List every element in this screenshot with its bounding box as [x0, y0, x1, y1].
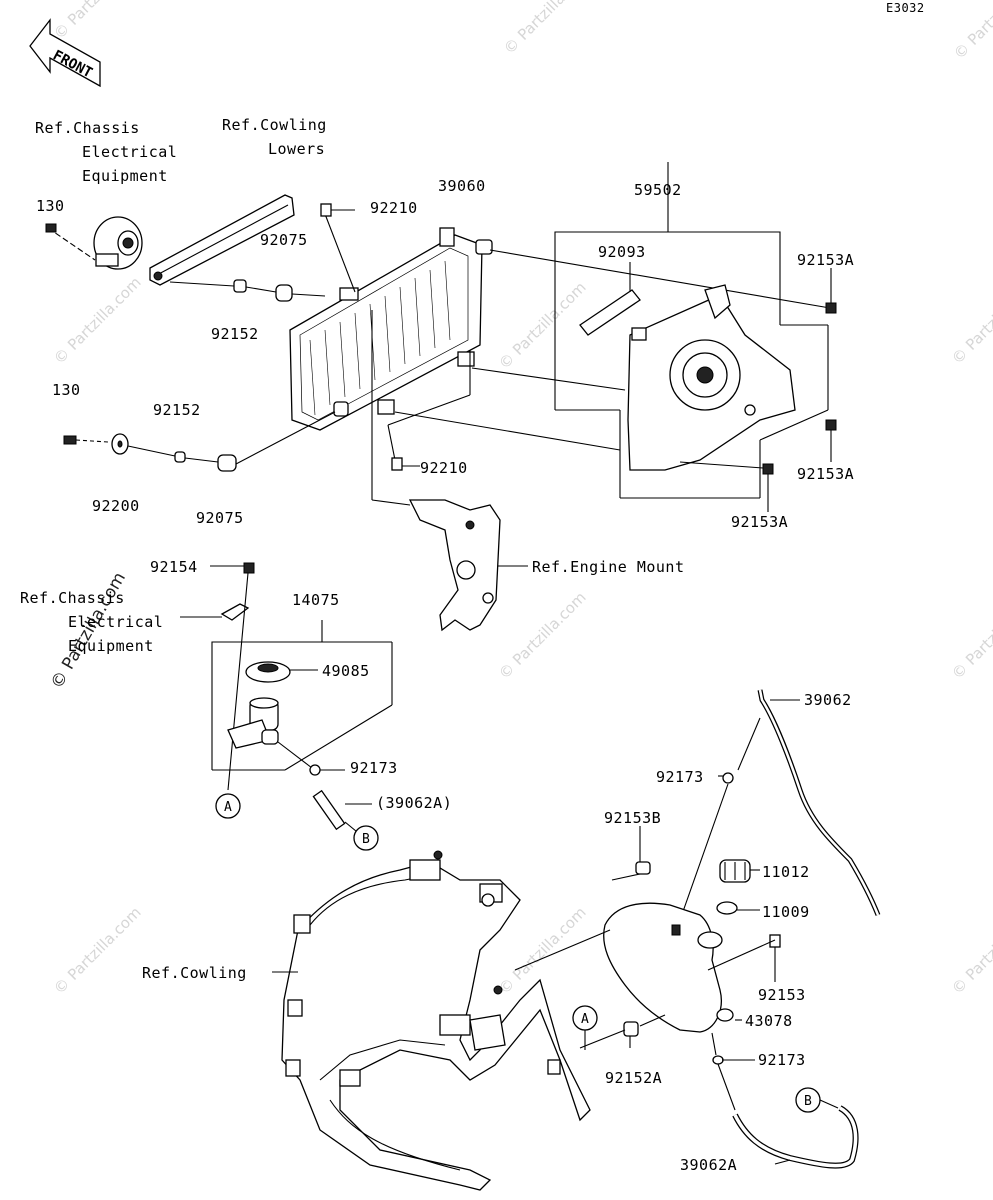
callout-letter: B	[362, 832, 370, 847]
part-label: 39060	[438, 177, 486, 195]
ref-cowling-label: Ref.Cowling	[142, 964, 247, 982]
callout-B-1	[353, 825, 379, 851]
part-label: 92153A	[797, 251, 854, 269]
callout-letter: A	[224, 800, 232, 815]
engine-mount-bracket	[408, 499, 501, 632]
cowling-stay-frame	[281, 850, 591, 1191]
ref-chassis-electrical-label: Equipment	[68, 637, 154, 655]
part-label: 92153A	[731, 513, 788, 531]
callout-letter: A	[581, 1012, 589, 1027]
part-label: 92153	[758, 986, 806, 1004]
filler-neck	[227, 697, 279, 749]
radiator	[289, 227, 493, 431]
lower-mount-hardware	[63, 411, 336, 472]
part-label: 11009	[762, 903, 810, 921]
grommet-92075-top	[275, 284, 293, 302]
cap-49085	[245, 661, 291, 683]
clamp-92173-2	[722, 772, 734, 784]
part-label: 92075	[196, 509, 244, 527]
ref-engine-mount-label: Ref.Engine Mount	[532, 558, 685, 576]
part-label: 92210	[420, 459, 468, 477]
diagram-code: E3032	[886, 1, 925, 15]
part-label: 130	[52, 381, 81, 399]
part-label: (39062A)	[376, 794, 452, 812]
ref-chassis-electrical-label: Ref.Chassis	[35, 119, 140, 137]
callout-letter: B	[804, 1094, 812, 1109]
part-label: 92173	[350, 759, 398, 777]
collar-92152A	[623, 1021, 639, 1037]
bolt-92154	[243, 562, 255, 574]
cap-11012	[719, 859, 751, 883]
ref-cowling-lowers-label: Lowers	[268, 140, 325, 158]
part-label: 92152	[153, 401, 201, 419]
part-label: 92153B	[604, 809, 661, 827]
ref-chassis-electrical-label: Electrical	[68, 613, 163, 631]
ref-chassis-electrical-label: Electrical	[82, 143, 177, 161]
lower-cowling-bracket	[149, 194, 295, 286]
callout-A-1	[215, 793, 241, 819]
ref-cowling-lowers-label: Ref.Cowling	[222, 116, 327, 134]
part-label: 11012	[762, 863, 810, 881]
part-label: 92154	[150, 558, 198, 576]
clamp	[220, 603, 250, 621]
part-label: 92153A	[797, 465, 854, 483]
part-label: 130	[36, 197, 65, 215]
part-label: 49085	[322, 662, 370, 680]
part-label: 92152	[211, 325, 259, 343]
hose-39062A-short	[312, 789, 346, 831]
part-label: 59502	[634, 181, 682, 199]
part-label: 92200	[92, 497, 140, 515]
fan-assembly	[627, 284, 796, 471]
part-label: 39062A	[680, 1156, 737, 1174]
part-label: 92173	[758, 1051, 806, 1069]
reservoir-tank-43078	[603, 902, 734, 1033]
grommet-92153B	[635, 861, 651, 875]
part-label: 92173	[656, 768, 704, 786]
part-label: 92093	[598, 243, 646, 261]
horn-assembly	[45, 216, 143, 270]
part-label: 92075	[260, 231, 308, 249]
front-arrow-icon: FRONT	[29, 18, 101, 88]
part-label: 14075	[292, 591, 340, 609]
gasket-11009	[716, 901, 738, 915]
ref-chassis-electrical-label: Equipment	[82, 167, 168, 185]
ref-chassis-electrical-label: Ref.Chassis	[20, 589, 125, 607]
part-label: 92152A	[605, 1069, 662, 1087]
part-label: 43078	[745, 1012, 793, 1030]
part-label: 39062	[804, 691, 852, 709]
shroud-92093	[579, 289, 641, 336]
part-label: 92210	[370, 199, 418, 217]
clip-92210-bottom	[391, 457, 403, 471]
